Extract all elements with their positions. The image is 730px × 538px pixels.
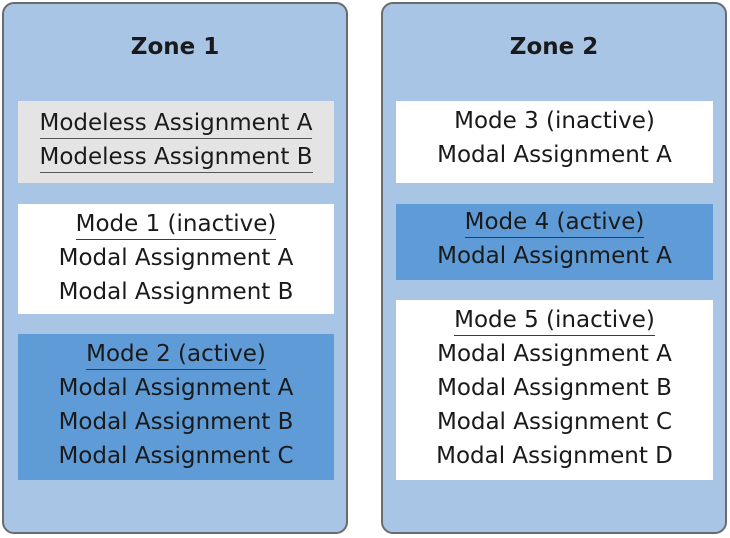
modal-assignment: Modal Assignment C xyxy=(58,443,294,469)
modal-assignment: Modal Assignment B xyxy=(437,375,672,401)
modal-assignment: Modal Assignment A xyxy=(437,142,672,168)
mode-header: Mode 2 (active) xyxy=(86,339,266,370)
modeless-assignment: Modeless Assignment A xyxy=(18,106,334,140)
mode-box-active: Mode 2 (active) Modal Assignment A Modal… xyxy=(18,334,334,480)
mode-header: Mode 1 (inactive) xyxy=(75,209,277,240)
zone-title: Zone 2 xyxy=(509,34,599,60)
mode-box-inactive: Mode 1 (inactive) Modal Assignment A Mod… xyxy=(18,204,334,314)
modal-assignment: Modal Assignment B xyxy=(58,279,294,305)
mode-box-inactive: Mode 3 (inactive) Modal Assignment A xyxy=(396,101,713,183)
modeless-assignment: Modeless Assignment B xyxy=(18,140,334,174)
modal-assignment: Modal Assignment B xyxy=(58,409,294,435)
modal-assignment: Modal Assignment C xyxy=(436,409,673,435)
modal-assignment: Modal Assignment A xyxy=(58,245,294,271)
modal-assignment: Modal Assignment A xyxy=(58,375,294,401)
mode-box-inactive: Mode 5 (inactive) Modal Assignment A Mod… xyxy=(396,300,713,480)
modal-assignment: Modal Assignment A xyxy=(437,243,672,269)
zone-title: Zone 1 xyxy=(130,34,220,60)
modal-assignment: Modal Assignment D xyxy=(436,443,673,469)
zone-1: Zone 1 Modeless Assignment A Modeless As… xyxy=(2,2,348,534)
modal-assignment: Modal Assignment A xyxy=(437,341,672,367)
zone-2: Zone 2 Mode 3 (inactive) Modal Assignmen… xyxy=(381,2,727,534)
mode-box-active: Mode 4 (active) Modal Assignment A xyxy=(396,204,713,280)
mode-header: Mode 5 (inactive) xyxy=(454,305,655,336)
mode-header: Mode 4 (active) xyxy=(464,207,645,238)
modeless-assignments-box: Modeless Assignment A Modeless Assignmen… xyxy=(18,101,334,183)
mode-header: Mode 3 (inactive) xyxy=(454,108,655,134)
